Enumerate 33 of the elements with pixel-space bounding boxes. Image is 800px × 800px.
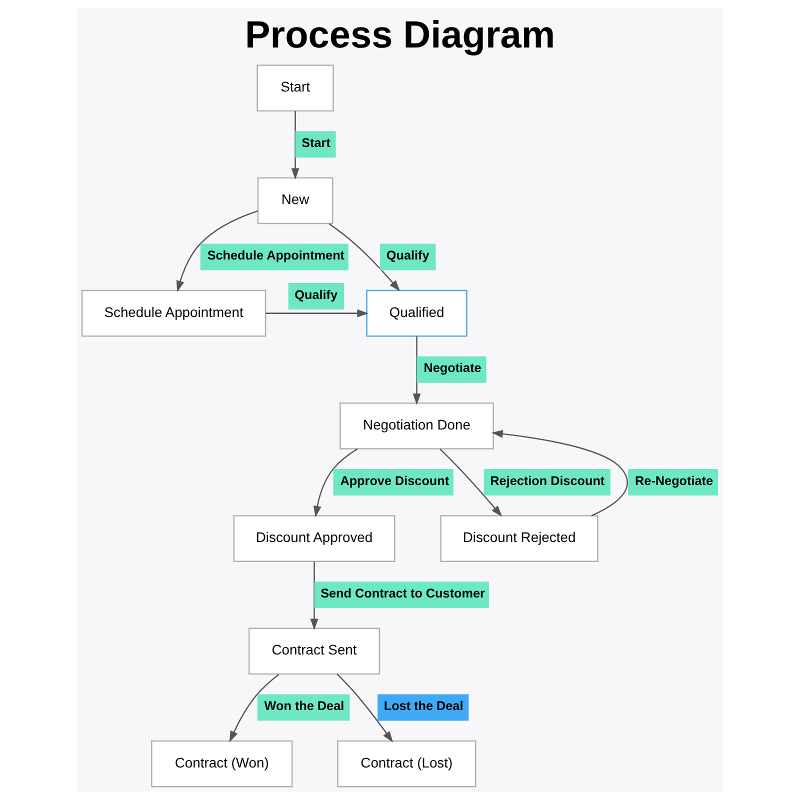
- arrow: [291, 111, 300, 180]
- node-box: Discount Rejected: [440, 515, 598, 562]
- node-box: Qualified: [366, 290, 468, 337]
- edge-label: Approve Discount: [340, 474, 450, 488]
- arrow: [336, 674, 394, 743]
- node-box: Negotiation Done: [340, 402, 494, 450]
- arrow: [310, 562, 318, 630]
- node-box: Schedule Appointment: [81, 290, 266, 337]
- edge-label: Schedule Appointment: [207, 248, 345, 263]
- edge-label: Qualify: [294, 288, 338, 302]
- edge-label: Send Contract to Customer: [320, 586, 485, 600]
- node-box: New: [257, 177, 334, 224]
- node-box: Start: [256, 64, 334, 112]
- edge-label: Lost the Deal: [384, 699, 464, 714]
- edge-label: Rejection Discount: [490, 474, 605, 488]
- edge-label: Start: [302, 136, 330, 150]
- node-box: Contract (Won): [151, 740, 293, 788]
- node-box: Discount Approved: [233, 515, 396, 562]
- node-box: Contract Sent: [248, 628, 380, 675]
- arrow: [491, 430, 628, 516]
- node-box: Contract (Lost): [337, 740, 476, 788]
- edge-label: Won the Deal: [264, 699, 344, 714]
- edge-label: Negotiate: [424, 361, 482, 376]
- edge-label: Qualify: [386, 248, 430, 263]
- arrow: [412, 336, 421, 405]
- arrow: [229, 674, 280, 742]
- arrow: [313, 448, 358, 518]
- arrow: [439, 448, 502, 517]
- arrow: [266, 309, 369, 318]
- diagram-title: Process Diagram: [244, 14, 556, 57]
- arrow: [176, 210, 258, 292]
- arrow: [328, 223, 400, 292]
- edge-label: Re-Negotiate: [635, 474, 714, 488]
